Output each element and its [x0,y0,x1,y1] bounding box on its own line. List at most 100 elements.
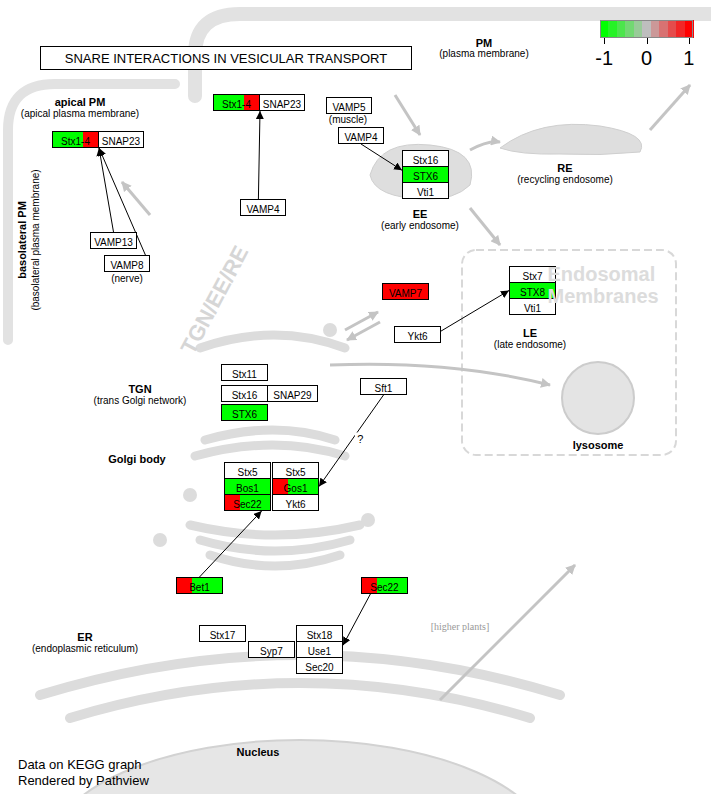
er-membrane [40,655,560,695]
gene-label: Ykt6 [407,329,427,344]
arrow-line [258,111,260,199]
caption-text: Data on KEGG graph Rendered by Pathview [18,757,178,789]
recycling-endosome [500,124,642,154]
arrow-line [319,395,384,487]
region-label: LE [523,327,537,340]
gene-box: Sec22 [361,577,408,594]
arrow-line [99,148,114,232]
gene-box: Ykt6 [272,494,319,511]
legend-outline [600,20,693,38]
traffic-arrow [440,565,575,700]
region-label: (endoplasmic reticulum) [32,643,138,655]
vesicle [153,533,167,547]
gene-box: Stx16 [221,385,268,402]
apical-membrane [8,84,175,340]
endosomal-region [462,250,676,455]
arrow-line [361,144,402,170]
gene-box: Ykt6 [394,326,441,343]
gene-label: VAMP13 [94,235,133,250]
gene-box: Use1 [296,641,343,658]
gene-box: STX6 [402,166,449,183]
gene-box: Stx18 [296,625,343,642]
region-label: TGN [128,383,151,396]
region-label: [higher plants] [431,621,490,633]
region-label: (early endosome) [381,220,459,232]
region-label: (nerve) [111,273,143,285]
vesicle [323,323,337,337]
region-label: RE [557,162,572,175]
gene-box: Bos1 [224,478,271,495]
gene-label: SNAP23 [102,134,140,149]
gene-label: Stx17 [210,628,236,643]
region-label: (muscle) [329,114,367,126]
gene-box: STX6 [221,404,268,421]
gene-label: Stx16 [232,388,258,403]
region-label: (basolateral plasma membrane) [30,169,42,310]
early-endosome [370,144,472,199]
gene-label: STX6 [232,407,257,422]
region-label: (plasma membrane) [439,48,528,60]
legend-tick [604,38,605,44]
gene-label: VAMP4 [246,202,279,217]
gene-label: Sec20 [305,660,333,675]
region-label: lysosome [573,439,624,452]
gene-label: Vti1 [417,185,434,200]
gene-box: SNAP23 [259,94,305,111]
legend-label: 1 [683,47,694,69]
golgi-cisterna [200,540,350,551]
region-label: PM [476,37,493,50]
gene-box: VAMP4 [240,199,286,216]
gene-box: VAMP13 [90,232,137,249]
vesicle [183,488,197,502]
gene-box: Bet1 [176,577,223,594]
gene-box: Syp7 [248,641,295,658]
gene-label: VAMP8 [110,258,143,273]
traffic-arrow [650,85,690,130]
gene-label: Bet1 [189,580,210,595]
gene-box: Stx1-4 [213,94,260,111]
gene-label: Stx1-4 [222,97,251,112]
region-label: (late endosome) [494,339,566,351]
gene-box: SNAP29 [267,385,318,402]
region-label: (apical plasma membrane) [21,108,139,120]
gene-label: Sft1 [375,381,393,396]
gene-box: Sft1 [360,378,407,395]
gene-label: Sec22 [370,580,398,595]
gene-label: VAMP7 [389,286,422,301]
gene-box: Stx16 [402,150,449,167]
traffic-arrow [470,208,500,245]
gene-label: VAMP5 [332,100,365,115]
gene-box: Sec20 [296,657,343,674]
gene-label: Sec22 [233,497,261,512]
gene-label: Ykt6 [285,497,305,512]
gene-box: VAMP7 [382,283,429,300]
region-label: (trans Golgi network) [94,395,187,407]
lysosome-shape [562,362,634,434]
region-label: basolateral PM [16,201,29,279]
gene-box: Stx17 [199,625,246,642]
golgi-cisterna [210,555,340,566]
region-label: EE [413,208,428,221]
gene-box: Vti1 [402,182,449,199]
vesicle [361,513,375,527]
region-label: Nucleus [237,746,280,759]
gene-label: Stx11 [232,367,257,382]
legend-label: -1 [595,47,613,69]
gene-label: SNAP23 [263,97,301,112]
gene-box: Gos1 [272,478,319,495]
legend-tick [647,38,648,44]
gene-box: VAMP4 [338,127,384,144]
golgi-cisterna [195,445,345,456]
region-label: ER [77,631,92,644]
gene-box: Stx5 [272,462,319,479]
region-label: Endosomal Membranes [548,263,673,307]
traffic-arrow [347,322,380,340]
region-label: apical PM [55,96,106,109]
golgi-cisterna [190,525,360,535]
gene-box: Stx11 [221,364,268,381]
arrow-line [200,511,262,577]
edge-label: ? [355,433,365,446]
region-label: Golgi body [108,453,165,466]
gene-label: Stx1-4 [61,134,90,149]
